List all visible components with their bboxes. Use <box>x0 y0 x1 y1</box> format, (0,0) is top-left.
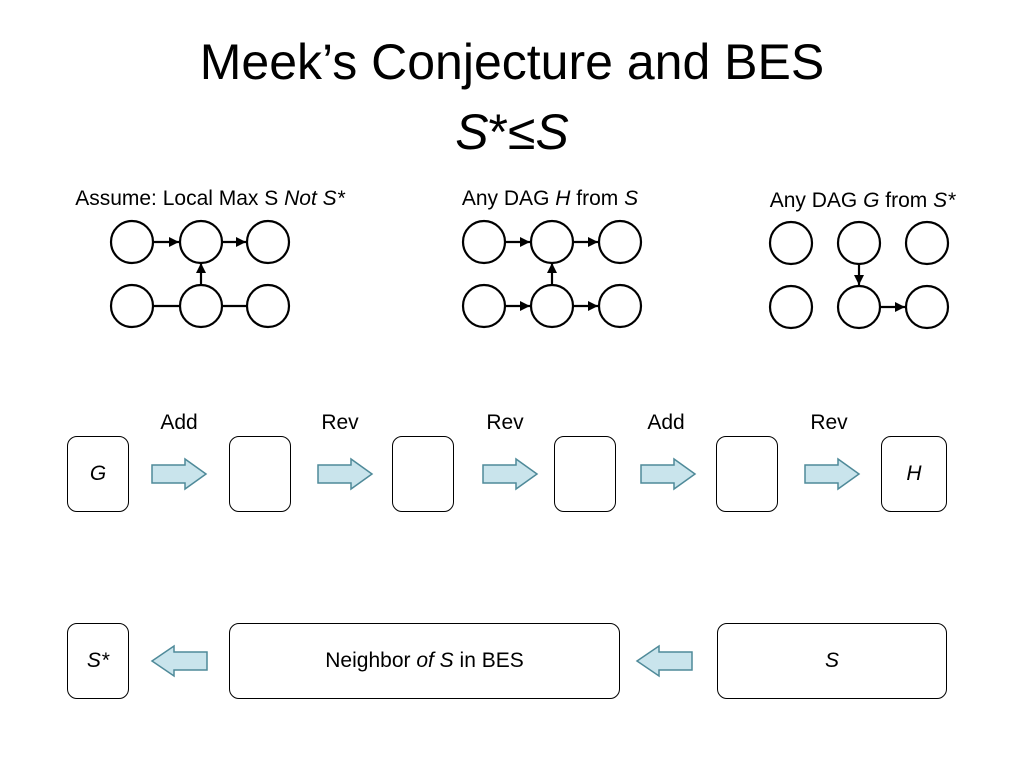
bottom-box-s-star: S* <box>67 623 129 699</box>
sequence-box-5 <box>716 436 778 512</box>
slide-subtitle: S*≤S <box>0 104 1024 160</box>
bottom-s-star-label: S* <box>86 649 110 672</box>
sequence-arrow-3 <box>482 457 539 491</box>
graph3-node-b <box>836 220 882 266</box>
neighbor-text-italic: of S <box>416 649 454 672</box>
graph1-node-b <box>178 219 224 265</box>
sequence-box-2 <box>229 436 291 512</box>
graph2-node-e <box>529 283 575 329</box>
graph2-node-d <box>461 283 507 329</box>
sequence-box-4 <box>554 436 616 512</box>
sequence-box-end: H <box>881 436 947 512</box>
bottom-box-neighbor: Neighbor of S in BES <box>229 623 620 699</box>
graph2-node-c <box>597 219 643 265</box>
step-label-1: Add <box>160 411 198 434</box>
sequence-end-label: H <box>906 462 922 485</box>
graph1-node-f <box>245 283 291 329</box>
graph2-caption-italic: H <box>555 187 571 210</box>
sequence-arrow-4 <box>640 457 697 491</box>
step-label-2: Rev <box>321 411 359 434</box>
graph1 <box>109 219 291 329</box>
sequence-arrows <box>151 457 861 491</box>
graph2-caption-mid: from <box>570 187 625 210</box>
neighbor-text-1: Neighbor <box>325 649 417 672</box>
subtitle-s-symbol: S <box>535 104 569 160</box>
graph3-node-d <box>768 284 814 330</box>
graph3-caption-tail: S* <box>933 189 956 212</box>
sequence-arrow-2 <box>317 457 374 491</box>
slide-title: Meek’s Conjecture and BES <box>199 34 825 90</box>
graph1-caption-text: Assume: Local Max S <box>75 187 285 210</box>
step-label-5: Rev <box>810 411 848 434</box>
graph1-node-c <box>245 219 291 265</box>
subtitle-operator: *≤ <box>488 104 536 160</box>
graph2-node-f <box>597 283 643 329</box>
neighbor-text-2: in BES <box>453 649 524 672</box>
subtitle-s-star-symbol: S <box>455 104 489 160</box>
sequence-arrow-1 <box>151 457 208 491</box>
bottom-arrow-left <box>150 644 208 678</box>
graph3-caption-mid: from <box>879 189 934 212</box>
graph3-caption-text: Any DAG <box>769 189 864 212</box>
graph3-caption: Any DAG G from S* <box>730 189 995 213</box>
sequence-start-label: G <box>89 462 107 485</box>
step-label-3: Rev <box>486 411 524 434</box>
graph2-node-b <box>529 219 575 265</box>
sequence-box-3 <box>392 436 454 512</box>
graph2-node-a <box>461 219 507 265</box>
graph2-caption-text: Any DAG <box>461 187 556 210</box>
bottom-arrows <box>150 644 693 678</box>
graph3-caption-italic: G <box>863 189 880 212</box>
graph1-node-a <box>109 219 155 265</box>
sequence-box-start: G <box>67 436 129 512</box>
step-label-4: Add <box>647 411 685 434</box>
graph3-node-f <box>904 284 950 330</box>
graph1-node-e <box>178 283 224 329</box>
graph3 <box>768 220 950 330</box>
sequence-arrow-5 <box>804 457 861 491</box>
graph1-node-d <box>109 283 155 329</box>
bottom-s-label: S <box>824 649 839 672</box>
graph3-node-e <box>836 284 882 330</box>
graph1-caption: Assume: Local Max S Not S* <box>40 187 380 211</box>
graph1-caption-italic: Not S* <box>284 187 345 210</box>
graph2 <box>461 219 643 329</box>
bottom-arrow-right <box>635 644 693 678</box>
graph3-node-c <box>904 220 950 266</box>
graph2-caption-tail: S <box>624 187 639 210</box>
bottom-box-s: S <box>717 623 947 699</box>
graph3-node-a <box>768 220 814 266</box>
graph2-caption: Any DAG H from S <box>420 187 680 211</box>
